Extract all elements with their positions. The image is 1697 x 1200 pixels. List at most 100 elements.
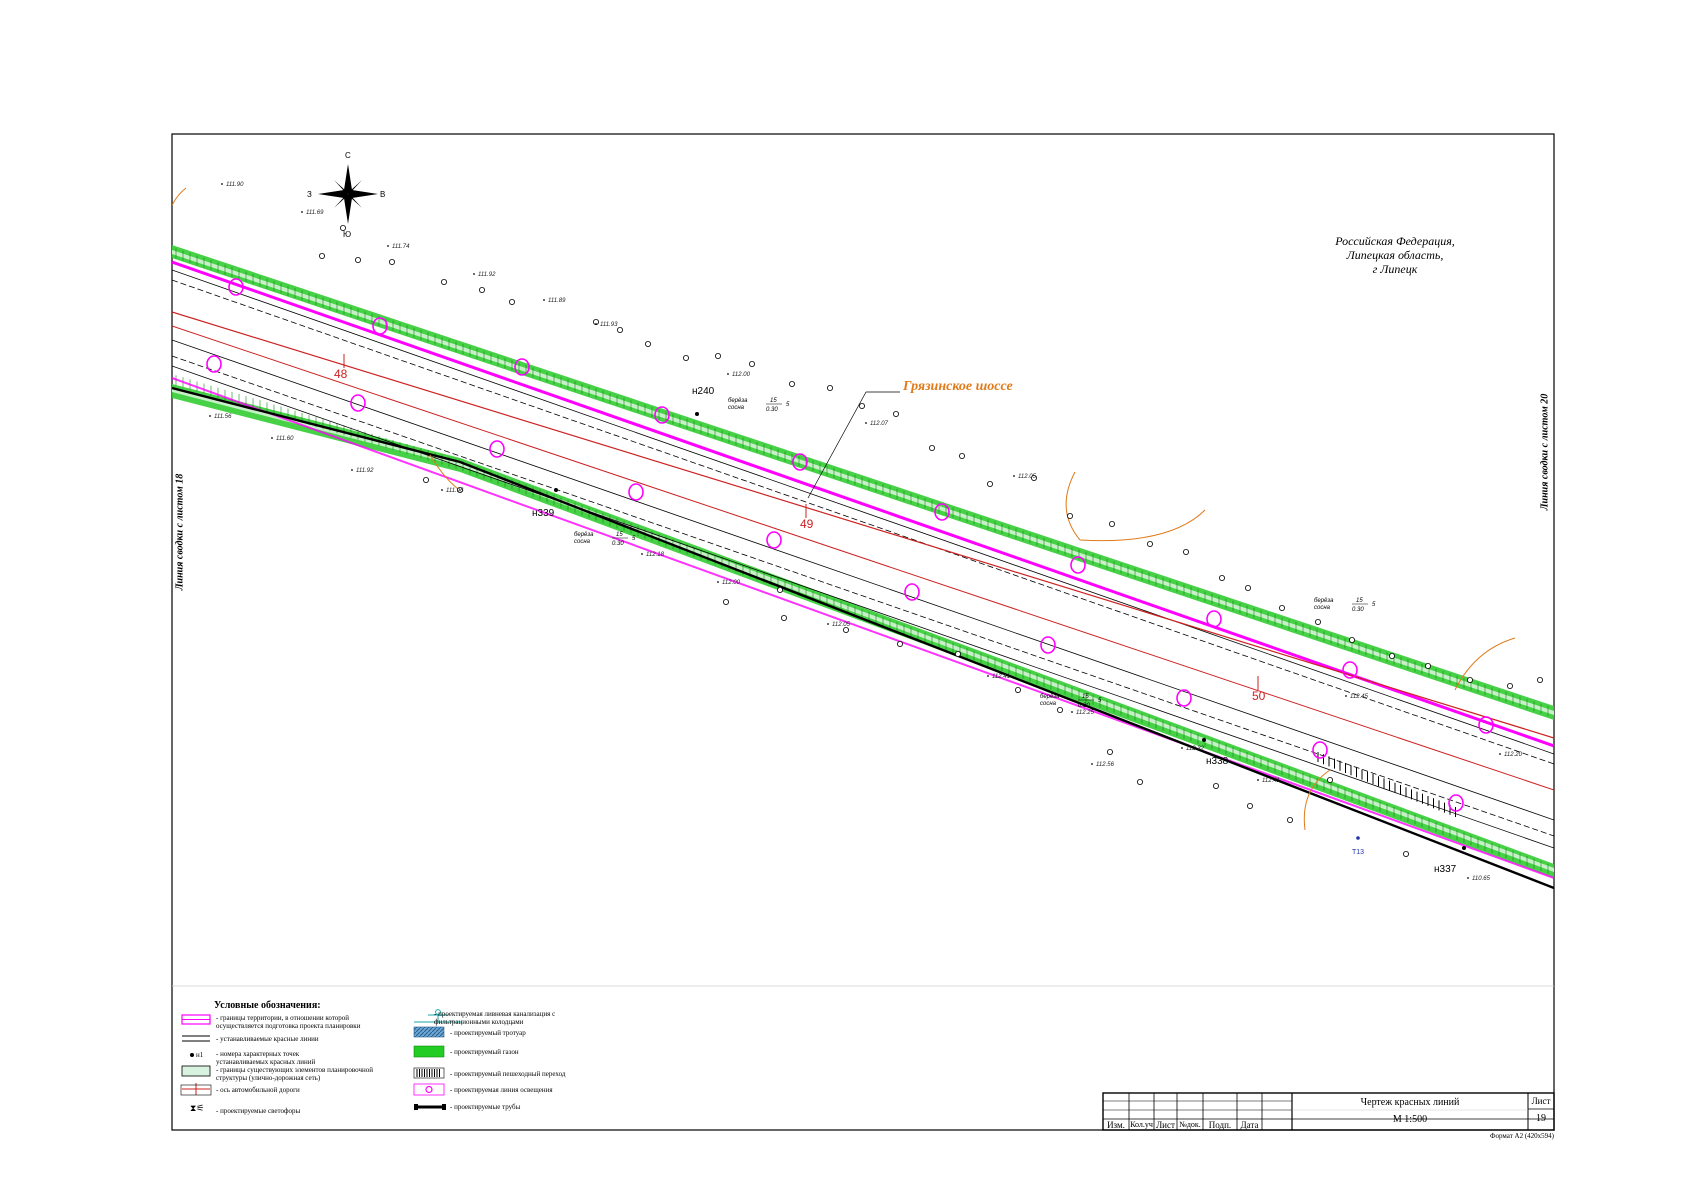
- curb-lower: [172, 386, 1554, 890]
- elevation-label: 112.00: [722, 580, 741, 586]
- lawn-strip-upper-inner: [172, 250, 1554, 715]
- elevation-label: 111.60: [276, 436, 294, 442]
- elevation-labels: 111.90111.69111.74111.92111.89111.93112.…: [209, 182, 1523, 882]
- street-name: Грязинское шоссе: [903, 379, 1013, 394]
- svg-text:З: З: [307, 190, 312, 199]
- tree-label-1: берёза сосна 15 0.30 5: [728, 398, 790, 413]
- road-edge-1: [172, 269, 1554, 755]
- svg-text:берёза: берёза: [574, 532, 594, 538]
- elevation-label: 111.56: [214, 414, 232, 420]
- node-337: н337: [1434, 864, 1457, 875]
- elevation-label: 112.20: [1504, 752, 1523, 758]
- tree-label-4: берёза сосна 15 0.30 5: [1314, 598, 1376, 613]
- svg-text:0.30: 0.30: [1078, 703, 1090, 709]
- elevation-label: 112.56: [1096, 762, 1115, 768]
- road-edge-2: [172, 279, 1554, 765]
- road-edge-4: [172, 355, 1554, 837]
- territory-boundary-upper: [172, 260, 1554, 748]
- orange-arc-3: [1065, 471, 1081, 541]
- node-339: н339: [532, 508, 555, 519]
- side-label-left: Линия сводки с листом 18: [174, 473, 186, 591]
- picket-49: 49: [800, 517, 814, 531]
- legend-node-sample: н1: [196, 1051, 204, 1059]
- sheet-frame: [171, 133, 1555, 1131]
- red-line-upper: [172, 311, 1554, 739]
- elevation-label: 112.18: [646, 552, 665, 558]
- svg-text:сосна: сосна: [574, 539, 591, 545]
- svg-text:15: 15: [1356, 598, 1363, 604]
- elevation-label: 111.96: [446, 488, 464, 494]
- svg-text:0.30: 0.30: [612, 541, 624, 547]
- elevation-label: 111.93: [600, 322, 618, 328]
- orange-arc-6: [1303, 769, 1331, 831]
- survey-points: [318, 224, 1544, 858]
- elevation-label: 111.89: [548, 298, 566, 304]
- sheet-number: 19: [1536, 1113, 1546, 1124]
- elevation-label: 112.45: [1350, 694, 1369, 700]
- elevation-label: 112.41: [992, 674, 1010, 680]
- drawing-scale: М 1:500: [1392, 1114, 1428, 1125]
- road-edge-5: [172, 365, 1554, 849]
- picket-48: 48: [334, 367, 348, 381]
- node-point-240: [695, 412, 699, 416]
- tree-label-3: берёза сосна 15 0.30 5: [1040, 694, 1102, 709]
- tb-header-ndok: №док.: [1179, 1120, 1201, 1129]
- svg-text:0.30: 0.30: [1352, 607, 1364, 613]
- svg-text:берёза: берёза: [728, 398, 748, 404]
- picket-50: 50: [1252, 689, 1266, 703]
- elevation-label: 112.07: [870, 421, 889, 427]
- svg-text:Ю: Ю: [343, 230, 351, 239]
- elevation-label: 112.25: [1076, 710, 1095, 716]
- territory-boundary-lower: [172, 377, 1554, 879]
- elevation-label: 112.41: [1262, 778, 1280, 784]
- elevation-label: 112.05: [832, 622, 851, 628]
- pedestrian-crossing: [1317, 752, 1456, 817]
- svg-text:15: 15: [616, 532, 623, 538]
- lawn-hatching: [175, 248, 1549, 874]
- svg-text:5: 5: [632, 536, 636, 542]
- node-point-339: [554, 488, 558, 492]
- tb-header-data: Дата: [1240, 1120, 1259, 1130]
- tb-header-izm: Изм.: [1107, 1120, 1125, 1130]
- svg-text:0.30: 0.30: [766, 407, 778, 413]
- node-338: н338: [1206, 756, 1229, 767]
- svg-text:сосна: сосна: [1040, 701, 1057, 707]
- side-label-right: Линия сводки с листом 20: [1539, 393, 1551, 511]
- svg-text:5: 5: [786, 402, 790, 408]
- paper-format: Формат А2 (420х594): [1489, 1132, 1554, 1140]
- elevation-label: 111.90: [226, 182, 244, 188]
- orange-arc-5: [1454, 637, 1516, 691]
- tb-header-koluch: Кол.уч: [1130, 1120, 1153, 1129]
- drawing-title: Чертеж красных линий: [1360, 1097, 1460, 1108]
- svg-text:берёза: берёза: [1040, 694, 1060, 700]
- marker-t13-point: [1356, 836, 1360, 840]
- elevation-label: 111.69: [306, 210, 324, 216]
- legend-symbols: ⧗⚟: [180, 1009, 462, 1114]
- svg-text:⧗⚟: ⧗⚟: [190, 1104, 204, 1114]
- svg-text:5: 5: [1372, 602, 1376, 608]
- elevation-label: 110.65: [1472, 876, 1491, 882]
- svg-text:С: С: [345, 151, 351, 160]
- region-label: Российская Федерация, Липецкая область, …: [1300, 234, 1490, 276]
- orange-arc-1: [172, 187, 187, 206]
- svg-text:В: В: [380, 190, 385, 199]
- road-edge-3: [172, 339, 1554, 821]
- tb-header-podp: Подп.: [1208, 1120, 1232, 1130]
- svg-text:15: 15: [1082, 694, 1089, 700]
- elevation-label: 112.32: [1186, 746, 1205, 752]
- marker-t13: Т13: [1352, 849, 1364, 856]
- tree-label-2: берёза сосна 15 0.30 5: [574, 532, 636, 547]
- svg-text:5: 5: [1098, 698, 1102, 704]
- svg-text:15: 15: [770, 398, 777, 404]
- lighting-poles: [206, 278, 1494, 812]
- elevation-label: 112.05: [1018, 474, 1037, 480]
- svg-text:сосна: сосна: [1314, 605, 1331, 611]
- region-line-2: Липецкая область,: [1346, 248, 1444, 262]
- legend-title: Условные обозначения:: [214, 1000, 321, 1011]
- street-leader-diag: [807, 391, 867, 499]
- road-axis: [172, 325, 1554, 791]
- tb-header-list: Лист: [1156, 1120, 1175, 1130]
- region-line-3: г Липецк: [1372, 262, 1418, 276]
